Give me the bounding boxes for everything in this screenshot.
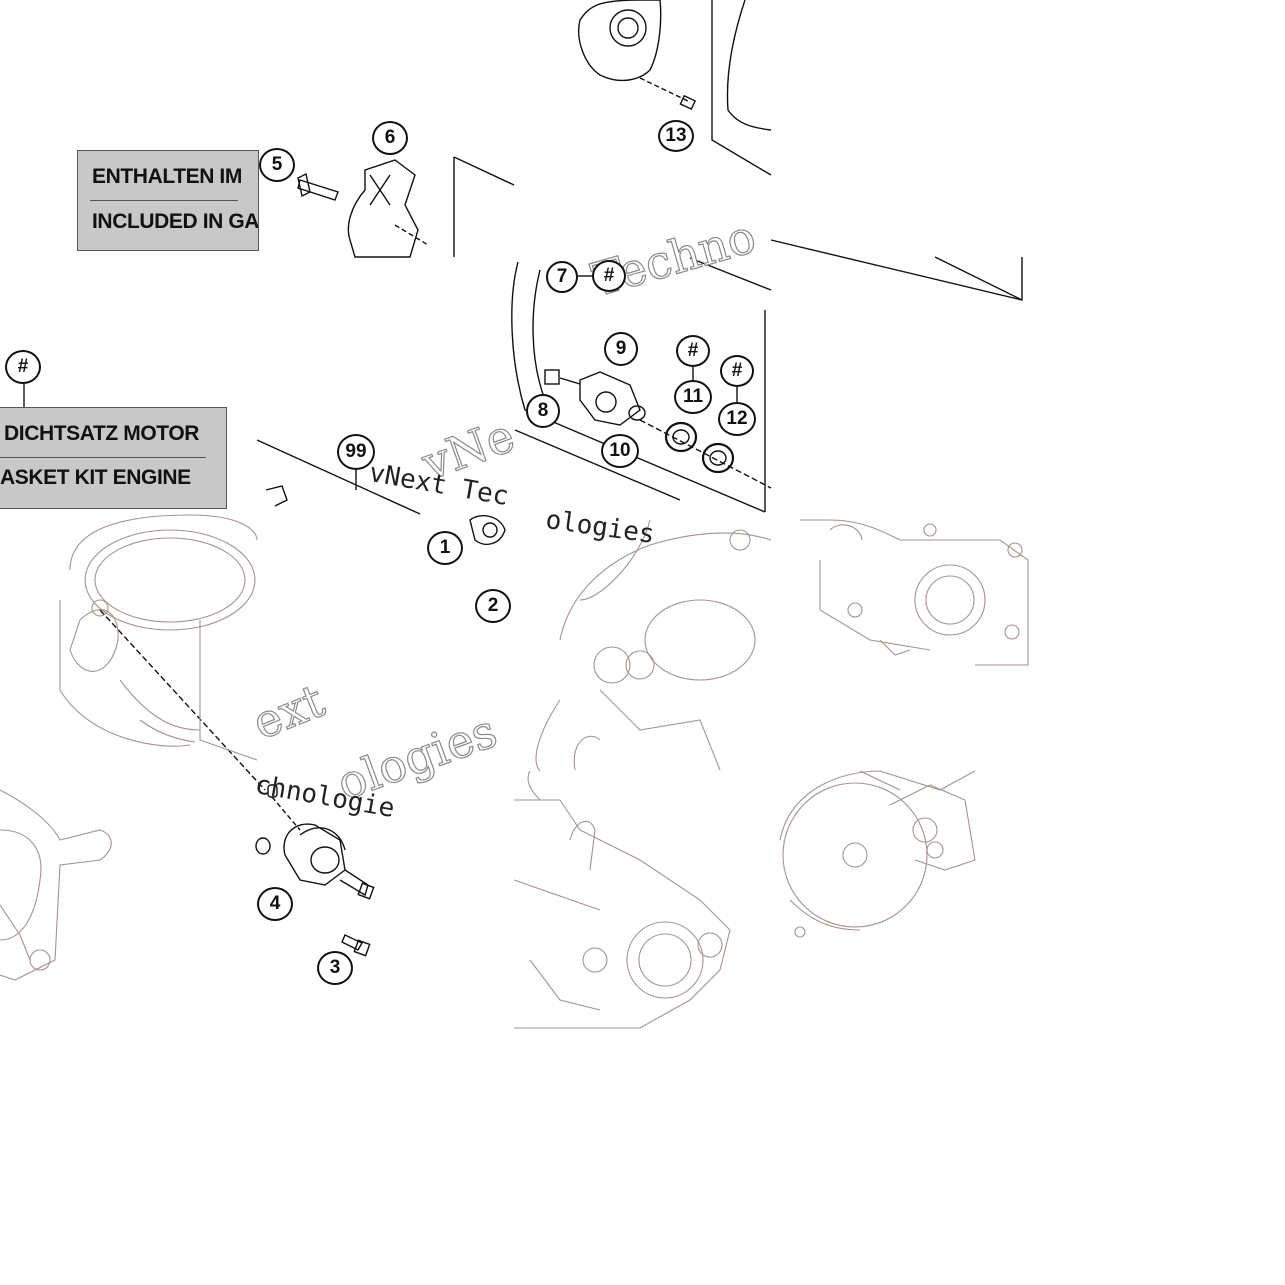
- callout-3: 3: [317, 951, 353, 985]
- callout-4: 4: [257, 887, 293, 921]
- callout-9: 9: [604, 332, 638, 366]
- callout-2: 2: [475, 589, 511, 623]
- callout-10: 10: [601, 434, 639, 468]
- tile-0-2: [514, 0, 771, 257]
- callout-11: 11: [674, 380, 712, 414]
- tile-1-2: [514, 257, 771, 514]
- callout-hash-12: #: [720, 355, 754, 387]
- info-box-line-en: INCLUDED IN GA: [92, 210, 259, 233]
- info-box-divider: [90, 200, 238, 201]
- info-box-line-en: ASKET KIT ENGINE: [0, 466, 191, 489]
- callout-7: 7: [546, 261, 578, 293]
- info-box-divider: [0, 457, 206, 458]
- included-in-gasket-kit-box: ENTHALTEN IM INCLUDED IN GA: [77, 150, 259, 251]
- callout-hash-11: #: [676, 335, 710, 367]
- callout-8: 8: [526, 394, 560, 428]
- callout-hash-7: #: [592, 260, 626, 292]
- callout-12: 12: [718, 402, 756, 436]
- callout-1: 1: [427, 531, 463, 565]
- info-box-line-de: ENTHALTEN IM: [92, 165, 242, 188]
- callout-99: 99: [337, 434, 375, 470]
- callout-13: 13: [658, 120, 694, 152]
- callout-6: 6: [372, 121, 408, 155]
- callout-5: 5: [259, 148, 295, 182]
- callout-hash-main: #: [5, 350, 41, 384]
- info-box-line-de: DICHTSATZ MOTOR: [4, 422, 200, 445]
- gasket-kit-engine-box: DICHTSATZ MOTOR ASKET KIT ENGINE: [0, 407, 227, 509]
